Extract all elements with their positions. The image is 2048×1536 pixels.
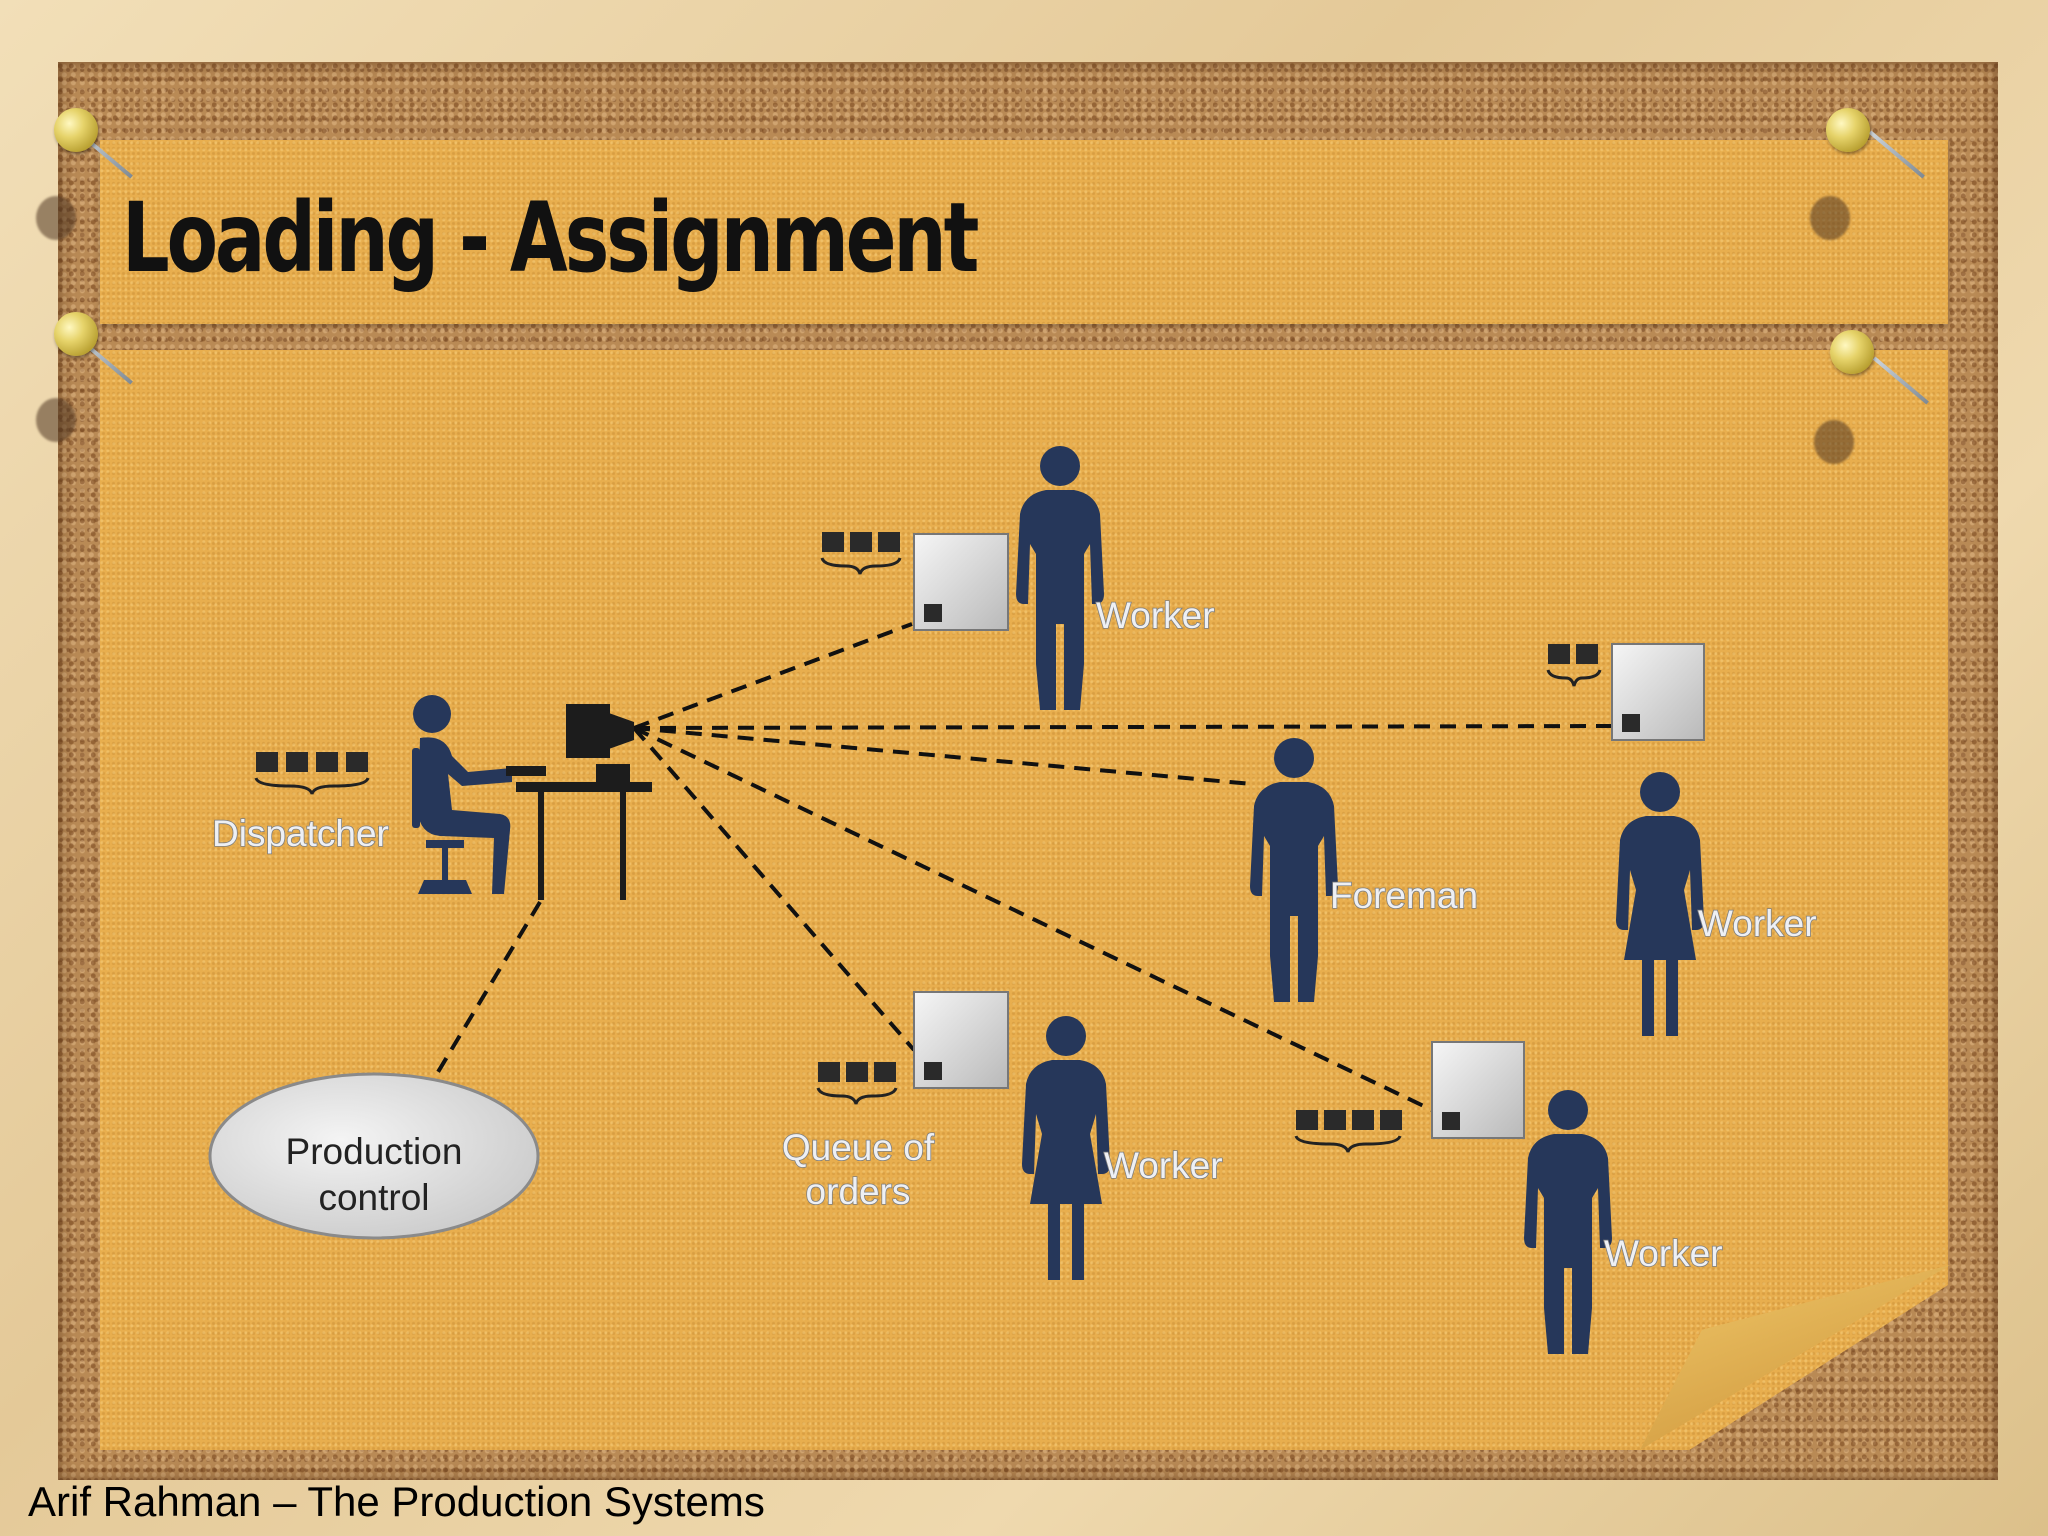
worker-station-4: Worker xyxy=(1294,1041,1723,1354)
worker-figure xyxy=(1616,772,1704,1036)
worker-station-1: Worker xyxy=(820,446,1215,710)
worker-label: Worker xyxy=(1096,595,1215,636)
pin-shadow xyxy=(1810,196,1850,240)
pin-shadow xyxy=(1814,420,1854,464)
line-to-worker-4 xyxy=(633,726,1433,1112)
line-to-worker-3 xyxy=(632,726,916,1052)
line-to-production-control xyxy=(424,900,542,1094)
worker-figure xyxy=(1016,446,1104,710)
production-control-label-2: control xyxy=(318,1177,429,1218)
slide-title: Loading - Assignment xyxy=(122,182,979,294)
pushpin-icon xyxy=(54,108,98,152)
pin-shadow xyxy=(36,196,76,240)
queue-items xyxy=(816,1062,898,1105)
dispatcher-queue xyxy=(254,752,370,795)
foreman-station: Foreman xyxy=(1250,738,1479,1002)
pushpin-icon xyxy=(1826,108,1870,152)
queue-items xyxy=(1294,1110,1402,1153)
production-control-node: Production control xyxy=(208,1072,540,1240)
line-to-worker-2 xyxy=(633,724,1613,730)
queue-items xyxy=(820,532,902,575)
line-to-foreman xyxy=(633,726,1253,786)
title-paper xyxy=(100,140,1948,324)
foreman-label: Foreman xyxy=(1330,875,1478,916)
line-to-worker-1 xyxy=(633,622,913,730)
worker-label: Worker xyxy=(1604,1233,1723,1274)
foreman-figure xyxy=(1250,738,1338,1002)
computer-icon xyxy=(506,704,652,900)
production-control-label-1: Production xyxy=(286,1131,463,1172)
worker-label: Worker xyxy=(1104,1145,1223,1186)
connection-lines xyxy=(424,622,1613,1112)
worker-station-3: Worker Queue of orders xyxy=(781,991,1223,1280)
worker-label: Worker xyxy=(1698,903,1817,944)
worker-figure xyxy=(1022,1016,1110,1280)
worker-figure xyxy=(1524,1090,1612,1354)
footer-text: Arif Rahman – The Production Systems xyxy=(28,1478,765,1525)
dispatcher-figure xyxy=(412,695,512,894)
pushpin-icon xyxy=(1830,330,1874,374)
pin-shadow xyxy=(36,398,76,442)
dispatcher-label: Dispatcher xyxy=(212,813,389,854)
queue-label-2: orders xyxy=(806,1171,911,1212)
queue-label-1: Queue of xyxy=(782,1127,935,1168)
worker-station-2: Worker xyxy=(1546,643,1817,1036)
pushpin-icon xyxy=(54,312,98,356)
queue-items xyxy=(1546,644,1602,687)
